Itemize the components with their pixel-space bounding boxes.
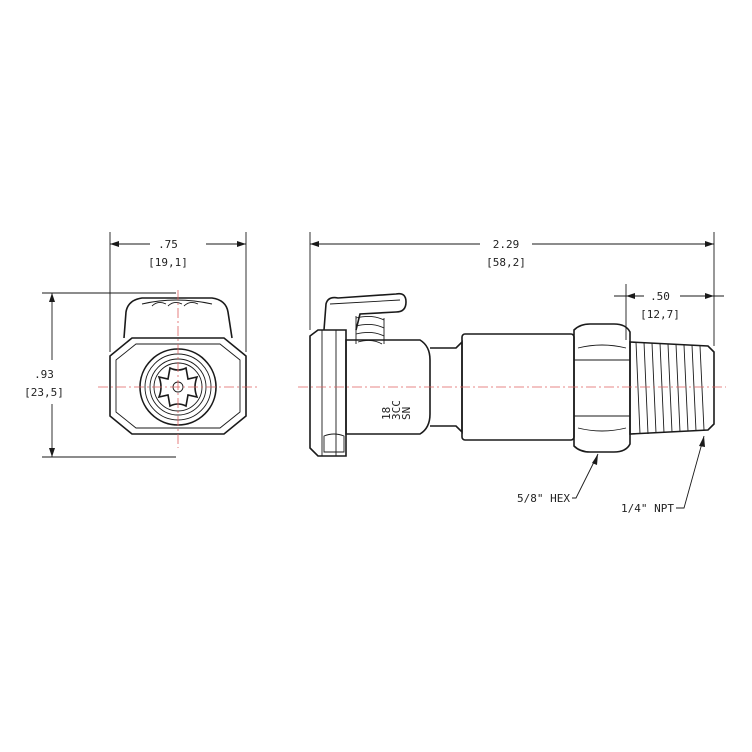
dim-end-width-inch: .75: [158, 238, 178, 251]
latch-logo: [151, 301, 199, 307]
hex-nut: [573, 323, 631, 453]
dim-end-height-mm: [23,5]: [24, 386, 64, 399]
end-view-hex: [109, 337, 247, 435]
dim-end-height-inch: .93: [34, 368, 54, 381]
callout-hex-label: 5/8" HEX: [517, 492, 570, 505]
callout-thread-label: 1/4" NPT: [621, 502, 674, 515]
body-marking-3: SN: [400, 407, 413, 420]
dim-end-width-mm: [19,1]: [148, 256, 188, 269]
callout-thread: 1/4" NPT: [621, 435, 705, 515]
thread-lines: [635, 341, 705, 435]
dim-overall-length-mm: [58,2]: [486, 256, 526, 269]
coupling-body-front: [309, 329, 347, 457]
end-view-latch: [123, 297, 233, 339]
dim-thread-length-inch: .50: [650, 290, 670, 303]
npt-thread: [629, 341, 715, 435]
side-latch-lever: [323, 292, 407, 331]
body-marking-2: 3CC: [390, 400, 403, 420]
end-view: [98, 290, 258, 448]
dim-end-width: .75 [19,1]: [109, 232, 247, 352]
callout-hex: 5/8" HEX: [517, 453, 599, 505]
dim-overall-length-inch: 2.29: [493, 238, 520, 251]
dim-thread-length-mm: [12,7]: [640, 308, 680, 321]
dim-overall-length: 2.29 [58,2]: [309, 232, 715, 346]
dim-thread-length: .50 [12,7]: [614, 284, 724, 340]
side-view: 18 3CC SN: [298, 292, 726, 457]
dim-end-height: .93 [23,5]: [24, 292, 176, 458]
coupling-body: [345, 339, 431, 435]
body-marking-1: 18: [380, 407, 393, 420]
